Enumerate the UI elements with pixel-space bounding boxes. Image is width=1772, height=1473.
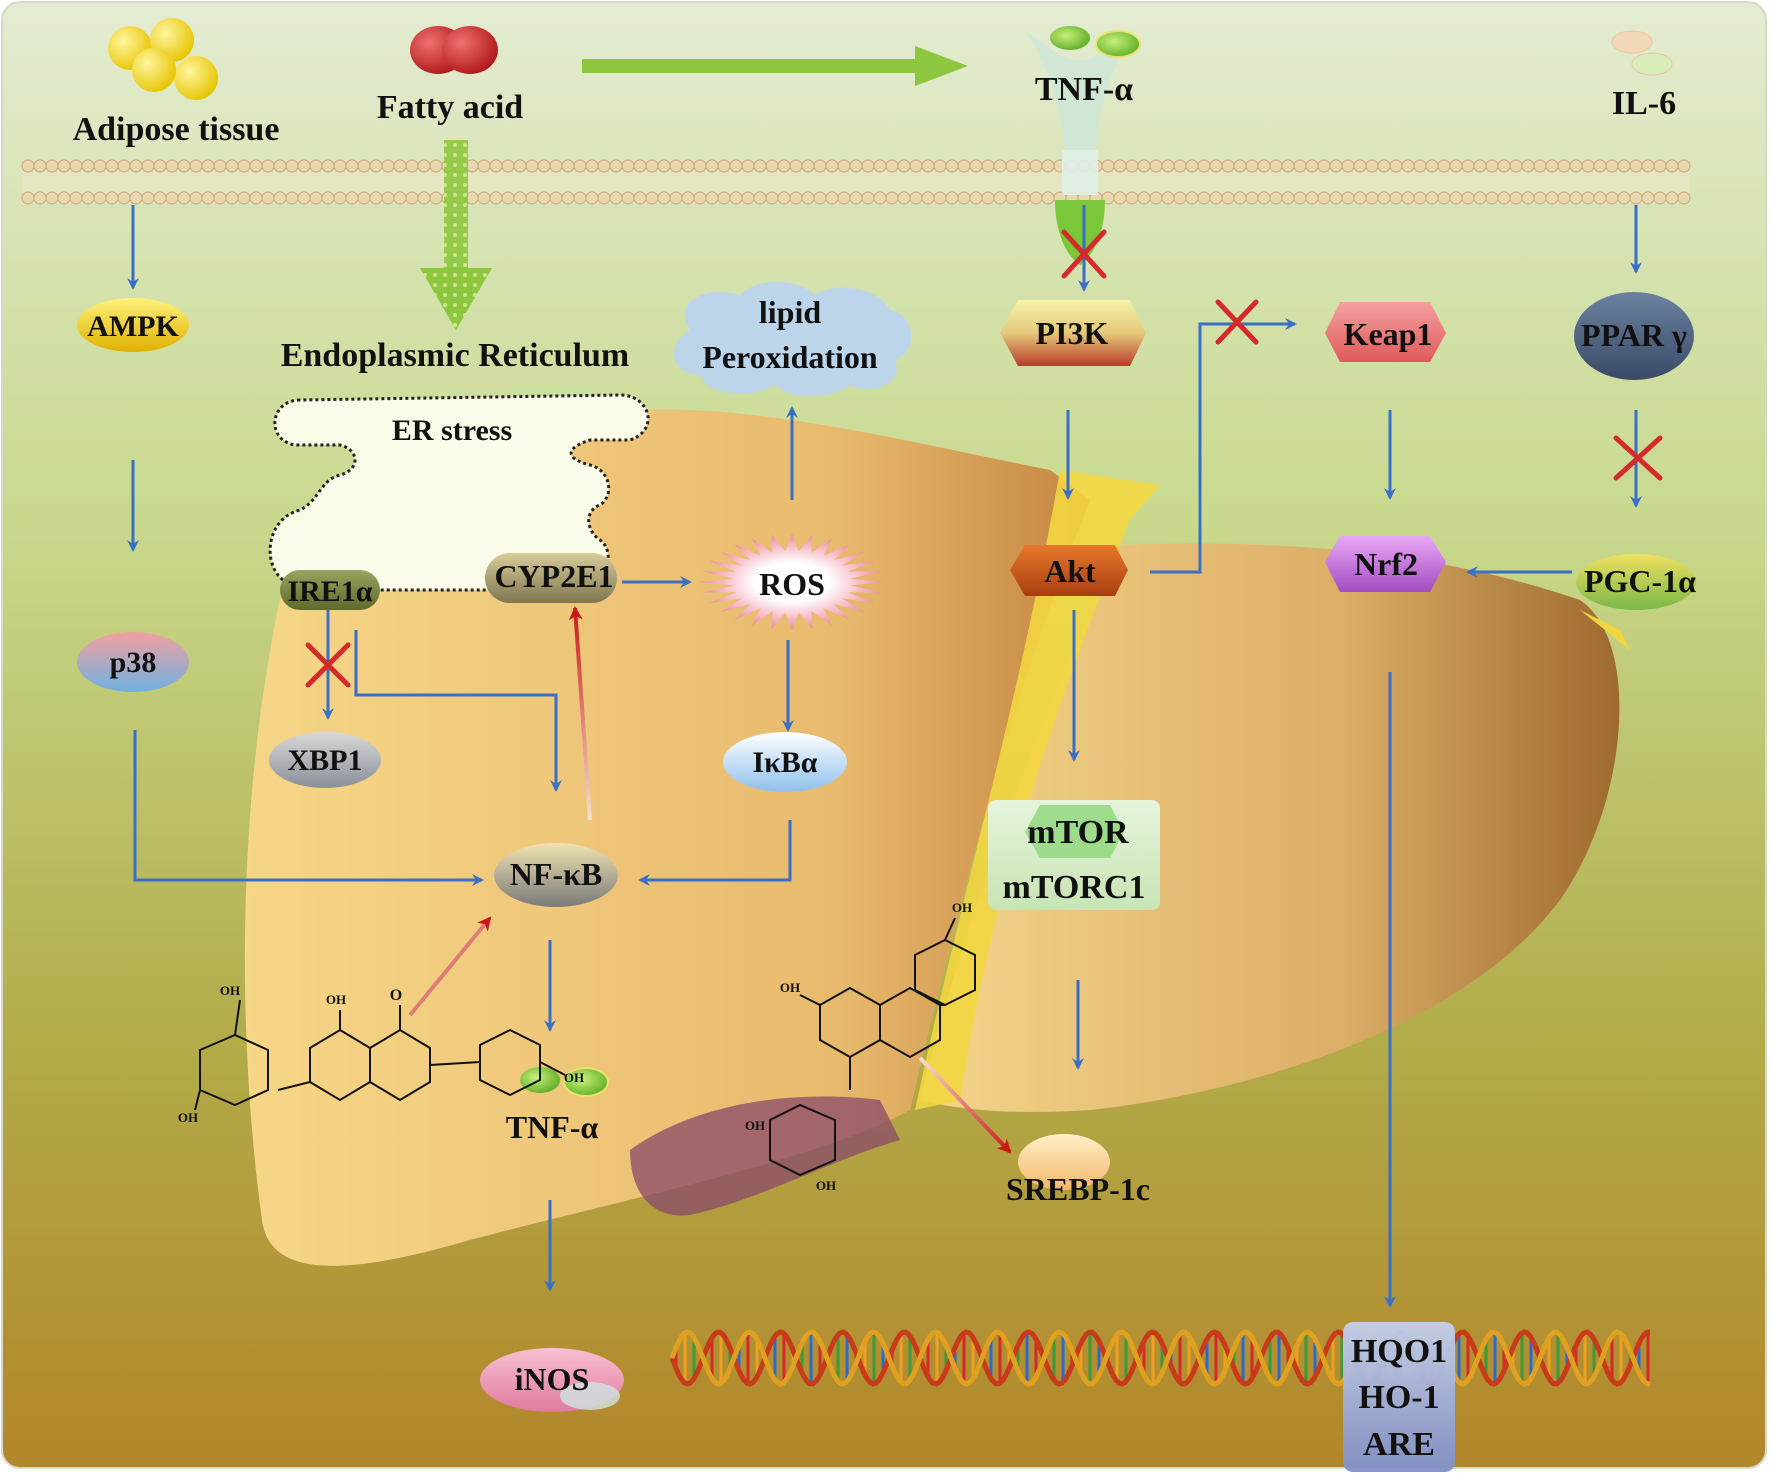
red-arrows [408, 606, 1012, 1154]
node-keap1: Keap1 [1325, 302, 1446, 362]
node-mtor: mTOR mTORC1 [988, 800, 1160, 910]
node-lipid-peroxidation: lipid Peroxidation [673, 281, 912, 397]
xbp1-label: XBP1 [288, 744, 363, 777]
ppar-gamma-label: PPAR γ [1581, 317, 1687, 353]
mol-left-o: O [390, 987, 402, 1004]
x-mark-keap1 [1215, 299, 1259, 345]
keap1-label: Keap1 [1344, 316, 1433, 352]
arrow-drug-nfkb [408, 916, 492, 1017]
mol-mid-oh-2: OH [780, 980, 800, 995]
node-nfkb: NF-κB [494, 843, 618, 907]
hqo1-label: HQO1 [1351, 1333, 1447, 1370]
are-label: ARE [1363, 1426, 1435, 1463]
akt-label: Akt [1044, 553, 1096, 589]
mol-mid-oh-4: OH [816, 1178, 836, 1193]
endoplasmic-reticulum-label: Endoplasmic Reticulum [281, 337, 630, 374]
mtorc1-label: mTORC1 [1003, 869, 1146, 906]
x-mark-xbp1 [305, 642, 351, 688]
il6-label: IL-6 [1612, 85, 1676, 122]
node-nrf2: Nrf2 [1325, 536, 1446, 592]
cyp2e1-label: CYP2E1 [494, 558, 613, 594]
nrf2-label: Nrf2 [1354, 546, 1418, 582]
mol-left-oh-2: OH [564, 1070, 584, 1085]
dna-helix [669, 1329, 1650, 1387]
lipid-label-line1: lipid [759, 294, 821, 330]
node-pi3k: PI3K [1000, 300, 1146, 366]
tnf-alpha-low-label: TNF-α [506, 1109, 599, 1145]
node-xbp1: XBP1 [269, 732, 381, 788]
adipose-tissue-icon [108, 18, 218, 100]
node-p38: p38 [77, 632, 189, 692]
pi3k-label: PI3K [1036, 315, 1109, 351]
nfkb-label: NF-κB [510, 856, 602, 892]
arrow-nfkb-cyp2e1 [568, 606, 592, 821]
ikba-label: IκBα [752, 746, 817, 779]
fatty-acid-icon [410, 26, 498, 74]
green-arrows [420, 46, 968, 330]
fatty-acid-label: Fatty acid [377, 89, 523, 126]
node-ppar-gamma: PPAR γ [1574, 292, 1694, 380]
node-akt: Akt [1010, 545, 1128, 596]
molecule-left-labels: O OH OH OH OH [178, 983, 584, 1125]
arrow-ire1-nfkb [354, 630, 562, 792]
node-inos: iNOS [480, 1348, 624, 1412]
node-srebp1c: SREBP-1c [1006, 1134, 1150, 1207]
ho1-label: HO-1 [1358, 1379, 1439, 1416]
molecule-middle-labels: OH OH OH OH [745, 900, 972, 1193]
x-mark-ppar [1613, 435, 1663, 481]
node-pgc1a: PGC-1α [1576, 554, 1696, 610]
mtor-label: mTOR [1027, 814, 1129, 851]
node-ire1a: IRE1α [280, 570, 380, 610]
cell-membrane [21, 159, 1691, 205]
mol-mid-oh-1: OH [952, 900, 972, 915]
tnf-alpha-top-label: TNF-α [1035, 71, 1133, 108]
adipose-tissue-label: Adipose tissue [73, 111, 280, 148]
srebp1c-label: SREBP-1c [1006, 1171, 1150, 1207]
blue-arrows [127, 205, 1642, 1308]
p38-label: p38 [110, 646, 157, 679]
er-stress-label: ER stress [392, 414, 512, 447]
mol-left-oh-1: OH [326, 992, 346, 1007]
arrow-p38-nfkb [133, 730, 484, 886]
pgc1a-label: PGC-1α [1584, 563, 1696, 599]
ire1a-label: IRE1α [287, 575, 372, 608]
flavonoid-glycoside-middle [769, 917, 976, 1177]
mol-left-oh-4: OH [178, 1110, 198, 1125]
node-ros: ROS [699, 533, 885, 631]
arrow-akt-keap1 [1150, 318, 1297, 574]
il6-icon [1611, 30, 1673, 76]
x-mark-pi3k [1061, 229, 1107, 279]
liver-illustration [244, 409, 1630, 1266]
arrow-ikba-nfkb [638, 820, 792, 886]
arrow-drug-srebp [918, 1056, 1012, 1154]
tnf-receptor [1025, 30, 1135, 265]
gene-box: HQO1 HO-1 ARE [1343, 1322, 1455, 1472]
flavonoid-glycoside-left [194, 999, 566, 1111]
ampk-label: AMPK [87, 310, 179, 343]
mol-left-oh-3: OH [220, 983, 240, 998]
ros-label: ROS [759, 566, 825, 602]
node-ikba: IκBα [723, 732, 847, 792]
node-cyp2e1: CYP2E1 [485, 553, 617, 603]
inos-label: iNOS [515, 1361, 590, 1397]
node-ampk: AMPK [77, 298, 189, 352]
lipid-label-line2: Peroxidation [702, 339, 878, 375]
inhibition-marks [305, 229, 1663, 688]
tnf-alpha-top-icon [1050, 26, 1141, 58]
mol-mid-oh-3: OH [745, 1118, 765, 1133]
